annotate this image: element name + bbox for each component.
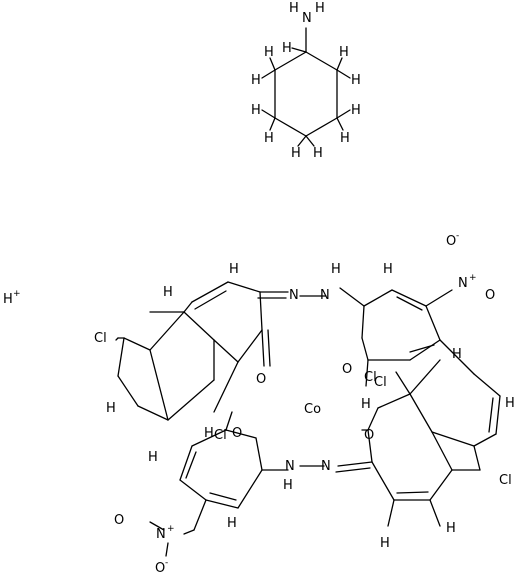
amine-h-left: H (289, 1, 299, 16)
amine-nitrogen-label: N (302, 11, 312, 26)
lower-nitro-o-minus: O (155, 561, 165, 576)
aromatic-h-4: H (452, 347, 462, 362)
lower-ligand: H O O N H N O N + O - Cl Cl (114, 375, 512, 576)
aromatic-h-5: H (505, 396, 515, 411)
lower-nh-h: H (283, 478, 293, 493)
upper-nitro-o-minus: O (446, 234, 456, 249)
ring-h-10: H (251, 73, 261, 88)
lower-chloro-right: Cl (499, 473, 512, 488)
upper-carbonyl-o: O (256, 372, 266, 387)
lower-nitro-o-minus-charge: - (165, 558, 168, 568)
lower-hydroxyl-o: O (232, 426, 242, 441)
ring-h-2: H (339, 45, 349, 60)
lower-aryl-bonds (149, 411, 325, 557)
lower-nitro-o-double: O (114, 513, 124, 528)
ring-h-3: H (351, 73, 361, 88)
amine-h-right: H (315, 1, 325, 16)
upper-nh-h: H (331, 262, 341, 277)
ring-h-11: H (264, 45, 274, 60)
cyclohexane-hydrogen-bonds (261, 47, 351, 147)
cobalt-label: Co (304, 402, 321, 417)
proton-counter-ion: H + (3, 289, 21, 307)
upper-ligand: O - N + O H N N O O H Cl Cl Cl (94, 231, 501, 447)
aromatic-h-1: H (229, 262, 239, 277)
aromatic-h-6: H (106, 401, 116, 416)
proton-symbol: H (3, 292, 13, 307)
lower-hydroxyl-h: H (204, 426, 214, 441)
aromatic-hydrogens: H H H H H H H H H H (106, 262, 515, 551)
ring-h-1: H (282, 41, 292, 56)
upper-naphthalene-bonds (115, 281, 289, 421)
lower-chloro-upper: Cl (374, 375, 387, 390)
ring-h-8: H (264, 131, 274, 146)
upper-nitro-o-double: O (485, 288, 495, 303)
upper-nitro-n-charge: + (469, 273, 477, 283)
upper-hydroxyl-h: H (361, 397, 371, 412)
aromatic-h-9: H (380, 536, 390, 551)
upper-azo-n: N (289, 288, 299, 303)
ring-h-9: H (251, 103, 261, 118)
upper-nitro-n: N (458, 276, 468, 291)
cyclohexylamine: N H H H H H H H H H H H H H (251, 1, 361, 161)
lower-nh-n: N (285, 459, 295, 474)
aromatic-h-3: H (383, 262, 393, 277)
ring-h-5: H (340, 131, 350, 146)
upper-chloro-left: Cl (94, 331, 107, 346)
lower-naphthalene-bonds (335, 393, 481, 527)
upper-nh-n: N (320, 288, 330, 303)
lower-nitro-n: N (156, 527, 166, 542)
ring-h-4: H (351, 103, 361, 118)
ring-h-7: H (313, 146, 323, 161)
cyclohexane-ring-bonds (274, 27, 338, 137)
upper-hydroxyl-o: O (342, 362, 352, 377)
proton-charge: + (13, 289, 21, 299)
lower-nitro-n-charge: + (167, 524, 175, 534)
aromatic-h-8: H (227, 516, 237, 531)
ring-h-6: H (291, 146, 301, 161)
upper-aryl-bonds (299, 287, 501, 447)
aromatic-h-2: H (163, 285, 173, 300)
upper-nitro-o-minus-charge: - (456, 231, 459, 241)
upper-chloro-right: Cl (364, 370, 377, 385)
lower-carbonyl-o: O (364, 428, 374, 443)
aromatic-h-10: H (446, 521, 456, 536)
aromatic-h-7: H (148, 450, 158, 465)
lower-azo-n: N (321, 459, 331, 474)
